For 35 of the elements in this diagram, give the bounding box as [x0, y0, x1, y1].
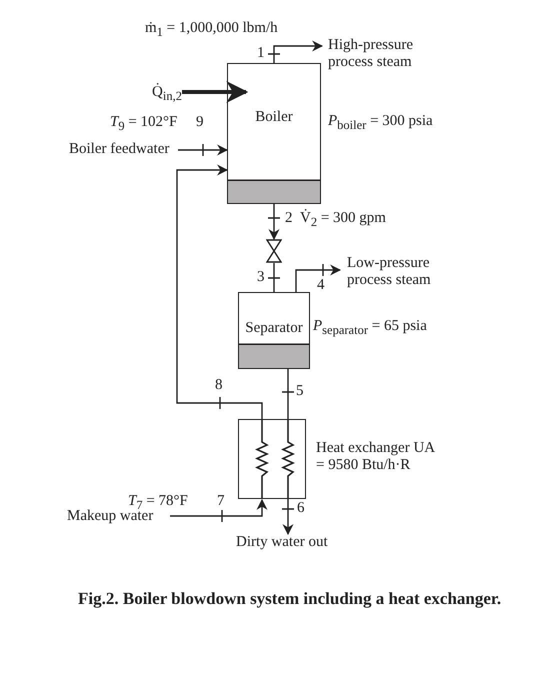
stream-number: 8	[215, 377, 222, 394]
stream-number: 9	[196, 114, 204, 131]
stream-number: 2	[285, 210, 292, 227]
pipe-line	[169, 498, 268, 523]
pipe-line	[176, 164, 263, 420]
pipe-line	[267, 40, 324, 64]
stream-number: 4	[317, 277, 324, 294]
equipment-note: P$_{boiler}$ = 300 psia	[328, 113, 434, 134]
stream-label: Low-pressure process steam	[347, 255, 457, 289]
figure-caption: Fig.2. Boiler blowdown system including a heat exchanger.	[78, 590, 502, 607]
stream-condition: V̇$_{2}$ = 300 gpm	[300, 210, 386, 231]
pipe-line	[295, 263, 342, 293]
vessel-box	[227, 63, 321, 204]
stream-condition: ṁ$_{1}$ = 1,000,000 lbm/h	[145, 20, 278, 41]
stream-number: 6	[297, 500, 304, 517]
valve-symbol	[266, 239, 282, 263]
vessel-label: Separator	[244, 320, 304, 337]
stream-label: Dirty water out	[236, 534, 328, 551]
equipment-note: Heat exchanger UA = 9580 Btu/h·R	[316, 440, 436, 474]
pipe-line	[177, 143, 228, 157]
stream-number: 5	[296, 383, 304, 400]
equipment-note: P$_{separator}$ = 65 psia	[313, 318, 428, 339]
stream-number: 1	[257, 45, 264, 62]
pipe-line	[281, 498, 295, 536]
stream-number: 7	[217, 493, 224, 510]
pipe-line	[267, 262, 281, 293]
stream-label: High-pressure process steam	[328, 37, 438, 71]
stream-label: Boiler feedwater	[69, 141, 170, 158]
stream-number: 3	[257, 269, 264, 286]
pipe-line	[267, 203, 281, 240]
vessel-box	[238, 292, 310, 369]
pipe-line	[281, 368, 295, 420]
heat-input-label: Q̇$_{in,2}$	[152, 84, 182, 105]
stream-condition: T$_{9}$ = 102°F	[110, 114, 178, 135]
vessel-label: Boiler	[254, 109, 294, 126]
